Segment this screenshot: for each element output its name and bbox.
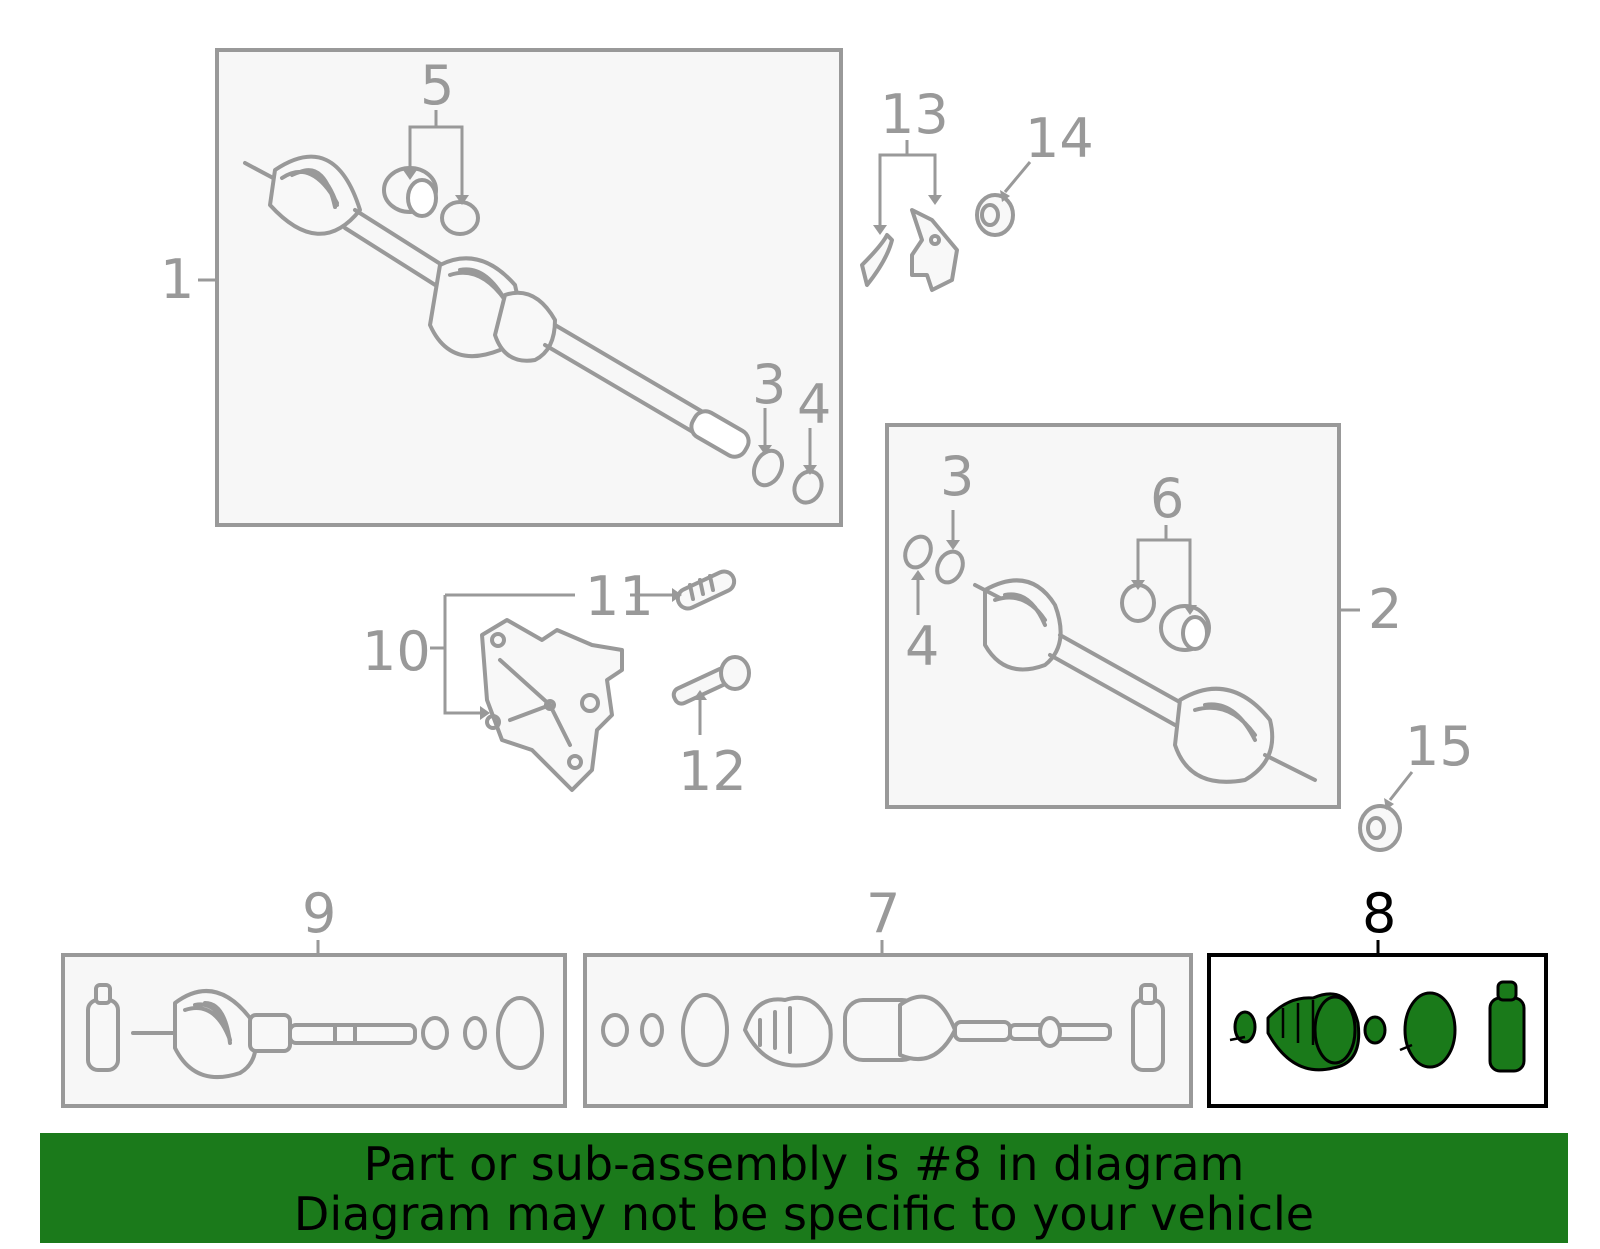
callout-3a[interactable]: 3: [752, 353, 786, 416]
callout-10[interactable]: 10: [362, 620, 431, 683]
callout-7[interactable]: 7: [866, 882, 900, 945]
callout-12[interactable]: 12: [678, 740, 747, 803]
part-4-ring-a: [792, 469, 824, 505]
callout-3b[interactable]: 3: [940, 445, 974, 508]
callout-11[interactable]: 11: [585, 565, 654, 628]
part-14-nut[interactable]: [975, 193, 1015, 237]
part-15-nut[interactable]: [1358, 804, 1402, 852]
part-2-axle-assembly[interactable]: [885, 423, 1341, 809]
part-13-brackets[interactable]: [860, 208, 959, 292]
part-6-bushings[interactable]: [1120, 583, 1211, 652]
part-4-ring-b: [903, 534, 933, 570]
part-1-axle-assembly[interactable]: [215, 48, 843, 527]
callout-9[interactable]: 9: [302, 882, 336, 945]
callout-2[interactable]: 2: [1368, 578, 1402, 641]
part-8-grease-tube: [1488, 996, 1526, 1073]
part-11-stud[interactable]: [675, 568, 738, 611]
info-banner: Part or sub-assembly is #8 in diagram Di…: [40, 1133, 1568, 1243]
part-3-ring-b: [935, 549, 965, 585]
part-8-clamp-small: [1233, 1010, 1257, 1044]
part-9-outer-joint-kit[interactable]: [61, 953, 567, 1108]
callout-15[interactable]: 15: [1405, 715, 1474, 778]
part-8-clamp-ring: [1363, 1015, 1387, 1045]
callout-1[interactable]: 1: [160, 248, 194, 311]
part-10-bracket[interactable]: [480, 618, 624, 792]
banner-line-1: Part or sub-assembly is #8 in diagram: [363, 1137, 1245, 1191]
part-3-ring-a: [751, 448, 785, 488]
callout-8[interactable]: 8: [1362, 882, 1396, 945]
part-12-bolt[interactable]: [671, 655, 751, 706]
banner-line-2: Diagram may not be specific to your vehi…: [293, 1187, 1315, 1241]
callout-4a[interactable]: 4: [797, 373, 831, 436]
callout-6[interactable]: 6: [1150, 467, 1184, 530]
callout-5[interactable]: 5: [420, 54, 454, 117]
callout-14[interactable]: 14: [1025, 107, 1094, 170]
callout-13[interactable]: 13: [880, 83, 949, 146]
part-8-boot-kit[interactable]: [1207, 953, 1548, 1108]
part-8-clamp-large: [1403, 991, 1457, 1069]
callout-4b[interactable]: 4: [905, 615, 939, 678]
part-7-inner-joint-kit[interactable]: [583, 953, 1193, 1108]
